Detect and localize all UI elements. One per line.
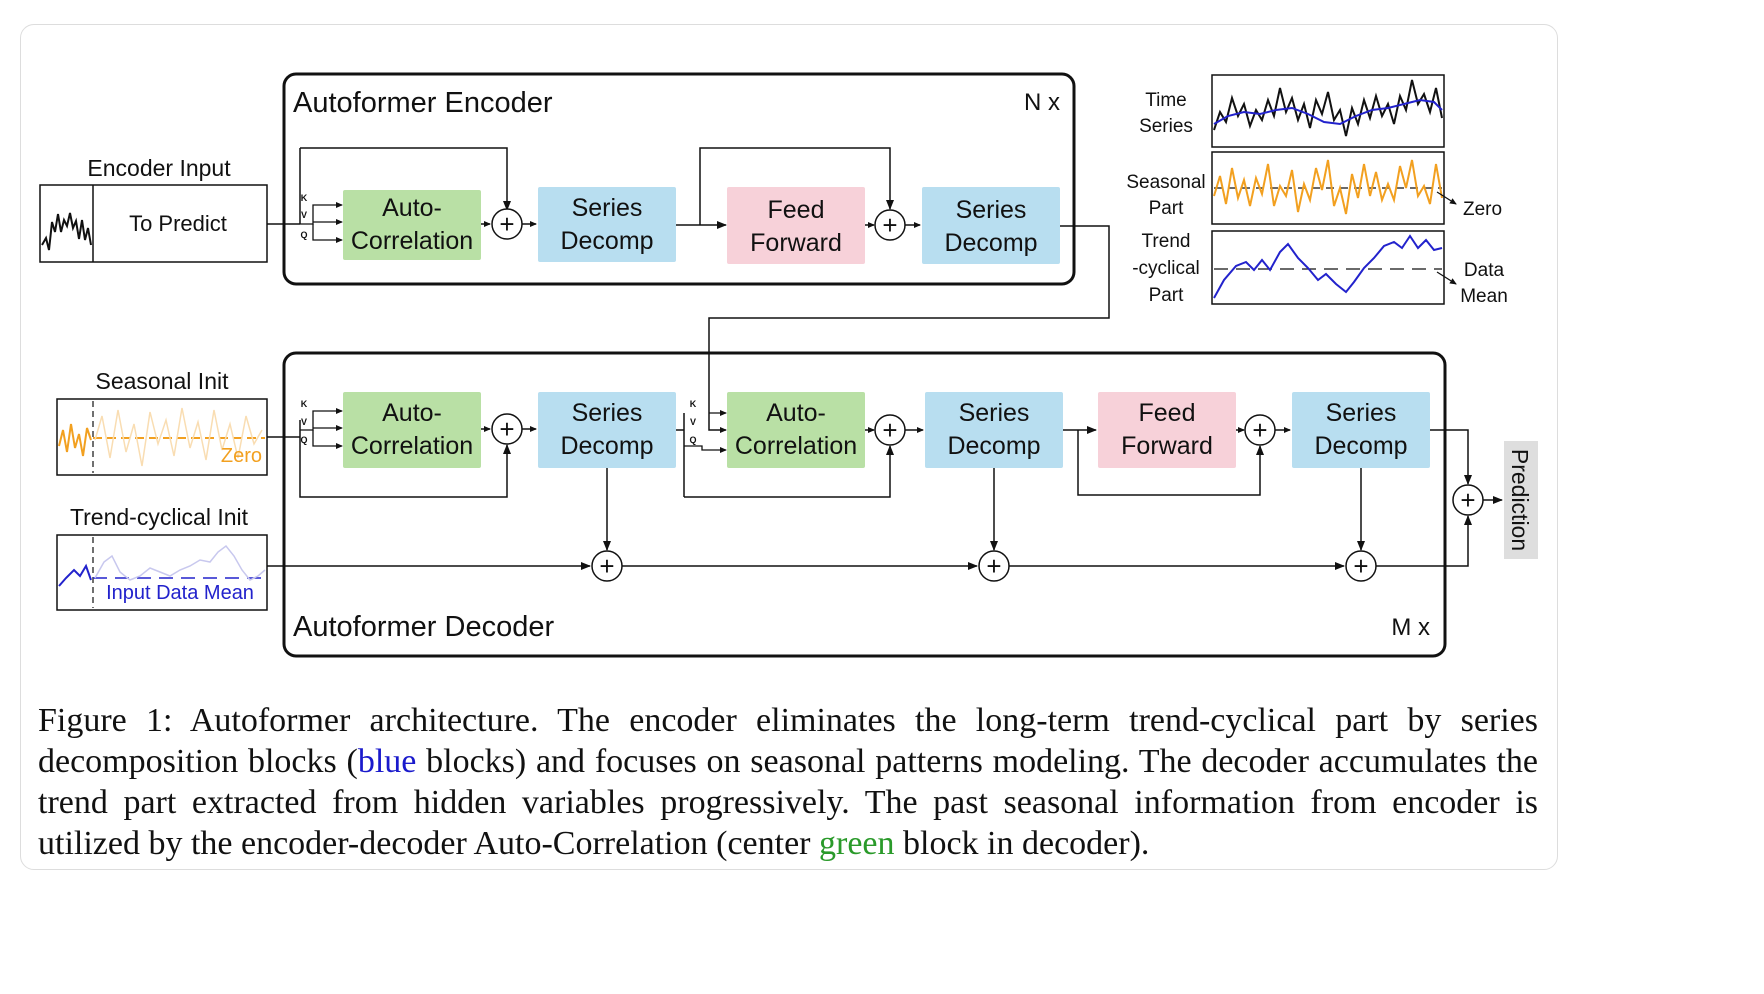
decoder-series-decomp-block-1 <box>538 392 676 468</box>
caption-text-2: blocks) and focuses on seasonal patterns… <box>38 743 1538 862</box>
trend-add-symbol-2: + <box>986 551 1001 581</box>
decoder-series-decomp-3-line1: Series <box>1326 399 1397 427</box>
encoder-container <box>282 72 1076 286</box>
legend-time-series-trend <box>1213 98 1443 126</box>
decoder-add-symbol-1: + <box>499 414 514 444</box>
seasonal-init-series <box>58 423 92 457</box>
legend-seasonal-series <box>1213 159 1443 215</box>
enc-k-label: K <box>301 193 308 203</box>
decoder-series-decomp-1-line2: Decomp <box>560 432 653 460</box>
decoder-series-decomp-3-line2: Decomp <box>1314 432 1407 460</box>
decoder-add-symbol-2: + <box>882 415 897 445</box>
decoder-series-decomp-block-3 <box>1292 392 1430 468</box>
legend-seasonal-line2: Part <box>1149 198 1185 219</box>
decoder-series-decomp-block-2 <box>925 392 1063 468</box>
encoder-to-decoder-connector <box>708 225 1110 433</box>
prediction-box <box>1504 441 1538 559</box>
decoder-auto-correlation-block-1 <box>343 392 481 468</box>
legend-trend-series <box>1213 234 1443 299</box>
legend-time-series-line1: Time <box>1145 90 1187 111</box>
seasonal-zero-label: Zero <box>221 445 262 467</box>
legend-data-mean-line2: Mean <box>1460 286 1508 307</box>
trend-init-series <box>58 563 92 587</box>
encoder-input-series <box>41 212 92 251</box>
dec1-q-label: Q <box>300 435 307 445</box>
legend-seasonal-line1: Seasonal <box>1126 172 1205 193</box>
encoder-title: Autoformer Encoder <box>293 87 553 119</box>
encoder-add-symbol-2: + <box>882 210 897 240</box>
legend-time-series-line2: Series <box>1139 116 1193 137</box>
decoder-container <box>282 351 1447 658</box>
encoder-series-decomp-1-line2: Decomp <box>560 227 653 255</box>
decoder-auto-correlation-2-line2: Correlation <box>735 432 857 460</box>
dec2-v-label: V <box>690 417 696 427</box>
caption-text-1: Figure 1: Autoformer architecture. The e… <box>38 702 1538 780</box>
encoder-auto-correlation-line1: Auto- <box>382 194 442 222</box>
trend-add-symbol-3: + <box>1353 551 1368 581</box>
trend-mean-label: Input Data Mean <box>106 582 254 604</box>
encoder-feed-forward-line2: Forward <box>750 229 842 257</box>
decoder-feed-forward-block <box>1098 392 1236 468</box>
decoder-series-decomp-2-line1: Series <box>959 399 1030 427</box>
legend-time-series-box <box>1211 74 1445 148</box>
seasonal-init-label: Seasonal Init <box>96 368 230 394</box>
decoder-series-decomp-2-line2: Decomp <box>947 432 1040 460</box>
encoder-auto-correlation-block <box>343 190 481 260</box>
prediction-label: Prediction <box>1507 449 1533 551</box>
encoder-add-symbol-1: + <box>499 209 514 239</box>
dec1-v-label: V <box>301 417 307 427</box>
caption-blue-word: blue <box>357 743 417 780</box>
enc-v-label: V <box>301 210 307 220</box>
encoder-series-decomp-1-line1: Series <box>572 194 643 222</box>
encoder-series-decomp-2-line1: Series <box>956 196 1027 224</box>
dec1-k-label: K <box>301 399 308 409</box>
trend-init-label: Trend-cyclical Init <box>70 504 249 530</box>
decoder-feed-forward-line2: Forward <box>1121 432 1213 460</box>
dec2-k-label: K <box>690 399 697 409</box>
figure-caption: Figure 1: Autoformer architecture. The e… <box>38 700 1538 864</box>
legend-time-series-raw <box>1213 79 1443 137</box>
final-add-symbol: + <box>1460 485 1475 515</box>
decoder-feed-forward-line1: Feed <box>1139 399 1196 427</box>
legend-trend-line2: -cyclical <box>1132 258 1200 279</box>
encoder-series-decomp-2-line2: Decomp <box>944 229 1037 257</box>
decoder-repeat: M x <box>1391 614 1430 641</box>
seasonal-init-box <box>56 398 268 476</box>
legend-trend-line3: Part <box>1149 285 1185 306</box>
decoder-auto-correlation-1-line1: Auto- <box>382 399 442 427</box>
dec2-q-label: Q <box>689 435 696 445</box>
trend-add-symbol-1: + <box>599 551 614 581</box>
encoder-feed-forward-block <box>727 187 865 264</box>
legend-zero-label: Zero <box>1463 199 1502 220</box>
decoder-series-decomp-1-line1: Series <box>572 399 643 427</box>
legend-trend-box <box>1211 230 1445 305</box>
caption-text-3: block in decoder). <box>894 825 1150 862</box>
enc-q-label: Q <box>300 230 307 240</box>
encoder-auto-correlation-line2: Correlation <box>351 227 473 255</box>
decoder-auto-correlation-2-line1: Auto- <box>766 399 826 427</box>
caption-green-word: green <box>819 825 895 862</box>
to-predict-label: To Predict <box>129 211 227 236</box>
encoder-series-decomp-block-2 <box>922 187 1060 264</box>
encoder-repeat: N x <box>1024 89 1060 116</box>
decoder-title: Autoformer Decoder <box>293 611 554 643</box>
decoder-add-symbol-3: + <box>1252 415 1267 445</box>
legend-trend-line1: Trend <box>1142 231 1191 252</box>
encoder-series-decomp-block-1 <box>538 187 676 262</box>
seasonal-init-faded-series <box>94 407 263 467</box>
legend-data-mean-line1: Data <box>1464 260 1505 281</box>
encoder-feed-forward-line1: Feed <box>768 196 825 224</box>
encoder-input-label: Encoder Input <box>87 155 231 181</box>
decoder-auto-correlation-block-2 <box>727 392 865 468</box>
decoder-auto-correlation-1-line2: Correlation <box>351 432 473 460</box>
trend-init-faded-series <box>94 544 266 581</box>
